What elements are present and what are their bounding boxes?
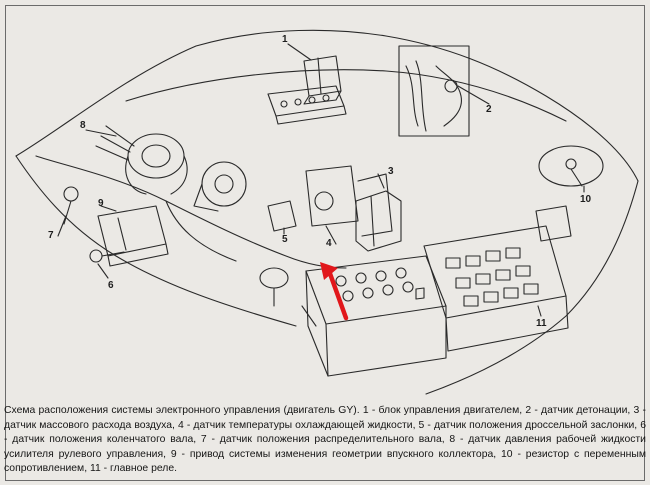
wiring-harness [35,155,347,269]
highlight-arrow [320,262,349,321]
alternator [193,161,247,212]
body-outline [15,29,639,182]
camshaft-sensor [63,186,79,225]
fender-right [425,180,639,395]
fuse-relay-box [423,205,572,352]
callout-3: 3 [388,166,394,177]
firewall-line [125,69,567,122]
callout-9: 9 [98,198,104,209]
callout-4: 4 [326,238,332,249]
callout-7: 7 [48,230,54,241]
figure-caption-text: Схема расположения системы электронного … [4,405,646,475]
airflow-sensor [355,190,402,252]
throttle-body [305,165,393,237]
figure-frame [5,5,645,481]
fender-left [15,155,297,327]
figure-caption: Схема расположения системы электронного … [4,404,646,477]
callout-6: 6 [108,280,114,291]
callout-labels: 1 2 3 4 5 6 7 8 9 10 11 [48,34,592,329]
callout-2: 2 [486,104,492,115]
intake-actuator [97,205,169,267]
battery [305,255,447,377]
engine-control-unit [303,55,342,105]
power-steering-pump [259,267,289,307]
callout-1: 1 [282,34,288,45]
coolant-temp-sensor [267,200,297,232]
distributor [95,125,188,195]
knock-sensor-inset [398,45,490,137]
crankshaft-sensor [89,249,125,263]
connector-block [267,85,347,125]
engine-bay-diagram: 1 2 3 4 5 6 7 8 9 10 11 [15,29,639,395]
callout-10: 10 [580,194,592,205]
variable-resistor [538,145,604,187]
callout-11: 11 [536,318,547,329]
callout-8: 8 [80,120,86,131]
callout-5: 5 [282,234,288,245]
